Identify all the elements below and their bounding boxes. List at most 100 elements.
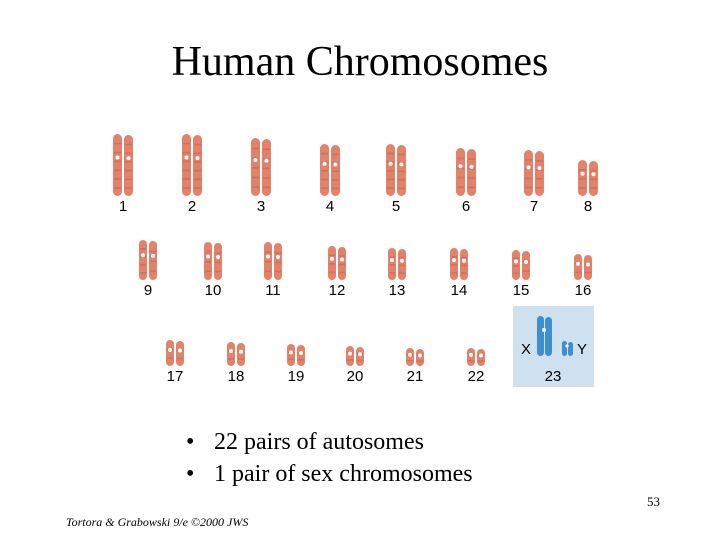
- chromosome-number-label: 8: [584, 198, 592, 215]
- chromosome-pair: [450, 248, 468, 280]
- chromosome: [522, 251, 530, 280]
- chromosome-pair: [574, 254, 592, 280]
- chromosome: [386, 144, 395, 196]
- chromosome: [450, 248, 458, 280]
- y-chromosome: [562, 341, 573, 356]
- chromosome-pair: [204, 242, 222, 280]
- chromosome: [477, 349, 485, 366]
- chromosome-number-label: 5: [392, 198, 400, 215]
- chromosome: [166, 340, 174, 366]
- credit-line: Tortora & Grabowski 9/e ©2000 JWS: [66, 515, 249, 529]
- chromosome-pair: [524, 150, 544, 196]
- chromosome-pair: [182, 134, 202, 196]
- bullet-item: • 1 pair of sex chromosomes: [186, 458, 473, 490]
- chromosome-number-label: 3: [257, 198, 265, 215]
- chromosome: [264, 242, 272, 280]
- chromosome-number-label: 4: [326, 198, 334, 215]
- chromosome-number-label: 10: [205, 282, 222, 299]
- slide-title: Human Chromosomes: [171, 39, 549, 85]
- x-label: X: [521, 341, 531, 358]
- chromosome: [467, 348, 475, 366]
- chromosome: [346, 346, 354, 366]
- chromosome-number-label: 21: [407, 368, 424, 385]
- chromosome: [512, 250, 520, 280]
- chromosome: [193, 135, 202, 196]
- chromosome-number-label: 18: [228, 368, 245, 385]
- chromosome: [460, 249, 468, 280]
- chromosome-pair: [328, 246, 346, 280]
- chromosome-number-label: 16: [575, 282, 592, 299]
- chromosome-number-label: 12: [329, 282, 346, 299]
- chromosome-number-label: 17: [167, 368, 184, 385]
- bullet-list: • 22 pairs of autosomes • 1 pair of sex …: [186, 426, 473, 490]
- chromosome-pair: [406, 348, 424, 366]
- chromosome-pair: [264, 242, 282, 280]
- sex-panel-background: [513, 306, 594, 387]
- chromosome-pair: [251, 138, 271, 196]
- chromosome-pair: [166, 340, 184, 366]
- chromosome-number-label: 13: [389, 282, 406, 299]
- chromosome-number-label: 20: [347, 368, 364, 385]
- chromosome: [524, 150, 533, 196]
- slide-number: 53: [647, 494, 660, 509]
- chromosome-pair: [578, 160, 598, 196]
- chromosome: [398, 249, 406, 280]
- sex-chromosome-panel: X Y 23: [513, 306, 594, 387]
- bullet-text: 1 pair of sex chromosomes: [214, 461, 473, 487]
- chromosome-pair: [456, 148, 476, 196]
- chromosome: [397, 145, 406, 196]
- chromosome-pair: [113, 134, 133, 196]
- bullet-dot: •: [186, 461, 195, 487]
- chromosome-pair: [320, 144, 340, 196]
- chromosome: [406, 348, 414, 366]
- chromosome: [416, 349, 424, 366]
- chromosome: [331, 145, 340, 196]
- chromosome: [584, 255, 592, 280]
- chromosome-number-label: 19: [288, 368, 305, 385]
- chromosome: [214, 243, 222, 280]
- chromosome: [204, 242, 212, 280]
- chromosome: [578, 160, 587, 196]
- chromosome: [535, 151, 544, 196]
- chromosome: [338, 247, 346, 280]
- chromosome: [274, 243, 282, 280]
- bullet-item: • 22 pairs of autosomes: [186, 426, 473, 458]
- chromosome: [356, 347, 364, 366]
- chromosome-pair: [287, 344, 305, 366]
- chromosome-number-label: 6: [462, 198, 470, 215]
- chromosome: [467, 149, 476, 196]
- chromosome-pair: [512, 250, 530, 280]
- chromosome-number-label: 23: [545, 368, 562, 385]
- chromosome: [574, 254, 582, 280]
- chromosome-number-label: 14: [451, 282, 468, 299]
- chromosome: [182, 134, 191, 196]
- chromosome-number-label: 11: [265, 282, 281, 299]
- chromosome: [139, 240, 147, 280]
- chromosome: [227, 342, 235, 366]
- chromosome: [149, 241, 157, 280]
- chromosome-pair: [386, 144, 406, 196]
- y-label: Y: [577, 341, 587, 358]
- bullet-text: 22 pairs of autosomes: [214, 429, 424, 455]
- chromosome: [456, 148, 465, 196]
- chromosome-pair: [388, 248, 406, 280]
- chromosome-number-label: 1: [119, 198, 127, 215]
- chromosome: [320, 144, 329, 196]
- chromosome-pair: [139, 240, 157, 280]
- chromosome-pair: [346, 346, 364, 366]
- chromosome-pair: [227, 342, 245, 366]
- chromosome-number-label: 7: [530, 198, 538, 215]
- chromosome: [328, 246, 336, 280]
- chromosome-number-label: 9: [144, 282, 152, 299]
- chromosome-number-label: 15: [513, 282, 530, 299]
- chromosome-pairs: [113, 134, 598, 366]
- chromosome: [388, 248, 396, 280]
- chromosome: [251, 138, 260, 196]
- chromosome-number-label: 2: [188, 198, 196, 215]
- chromosome: [113, 134, 122, 196]
- chromosome: [237, 343, 245, 366]
- chromosome: [124, 135, 133, 196]
- chromosome: [176, 341, 184, 366]
